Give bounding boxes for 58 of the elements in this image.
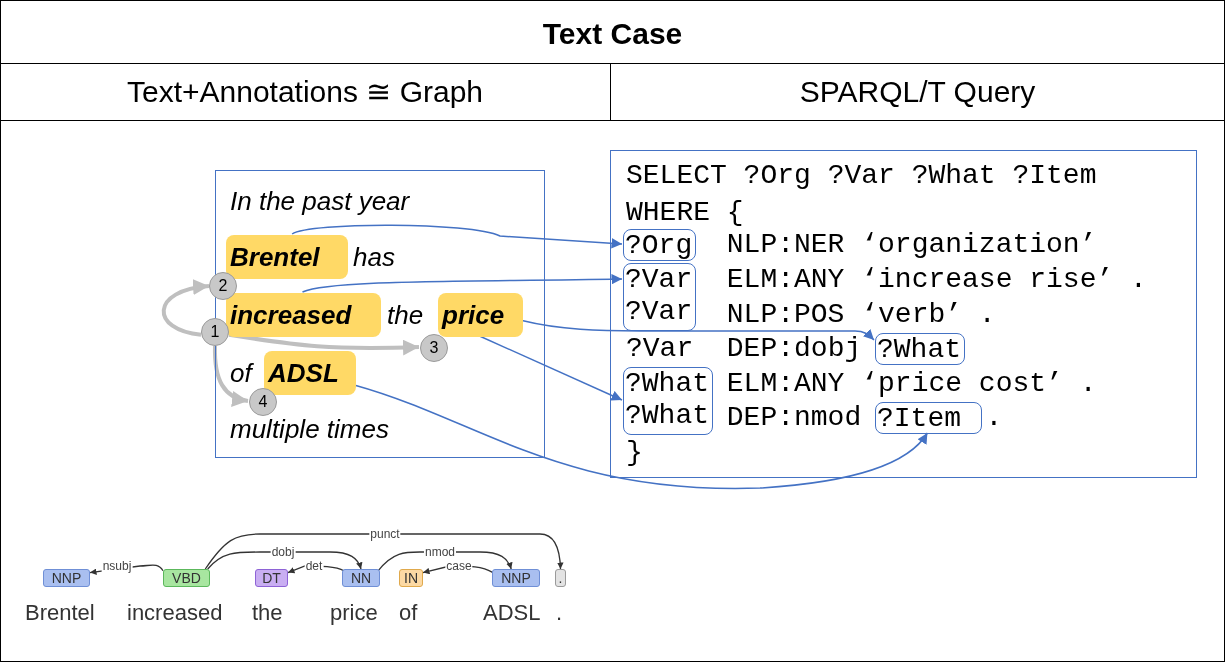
highlighted-word: price [438, 293, 523, 337]
sentence-text: of [230, 357, 252, 390]
pos-tag: VBD [163, 569, 210, 587]
sentence-text: In the past year [230, 185, 410, 218]
edge-label: dobj [270, 545, 296, 559]
highlighted-word: Brentel [226, 235, 348, 279]
variable-box: ?Var ?Var [623, 263, 697, 331]
variable-box: ?What [875, 333, 965, 365]
mapping-arrow [478, 335, 623, 401]
query-text: DEP:nmod [726, 401, 862, 435]
edge-label: det [304, 559, 324, 573]
pos-tag: NNP [492, 569, 540, 587]
pos-tag: NNP [43, 569, 90, 587]
query-text: ELM:ANY ‘increase rise’ . [726, 263, 1147, 297]
word-label: price [330, 600, 378, 626]
step-circle: 2 [209, 272, 237, 300]
edge-label: nsubj [101, 559, 133, 573]
word-label: Brentel [25, 600, 95, 626]
query-text: NLP:POS ‘verb’ . [726, 298, 996, 332]
step-circle: 4 [249, 388, 277, 416]
graph-arrow [213, 346, 249, 406]
query-text: } [626, 436, 643, 470]
dependency-arrow [204, 533, 564, 570]
pos-tag: IN [399, 569, 423, 587]
word-label: of [399, 600, 418, 626]
step-circle: 3 [420, 334, 448, 362]
sentence-text: has [353, 241, 395, 274]
mapping-arrow [291, 224, 623, 249]
query-text: NLP:NER ‘organization’ [726, 228, 1097, 262]
pos-tag: DT [255, 569, 288, 587]
query-text: . [985, 401, 1003, 435]
pos-tag: NN [342, 569, 380, 587]
table-title: Text Case [541, 16, 684, 52]
variable-box: ?Org [623, 229, 697, 261]
query-text: WHERE { [626, 196, 744, 230]
pos-tag: . [555, 569, 566, 587]
edge-label: nmod [424, 545, 456, 559]
word-label: . [556, 600, 563, 626]
variable-box: ?Item [875, 402, 982, 434]
highlighted-word: increased [226, 293, 381, 337]
sentence-text: the [387, 299, 424, 332]
mapping-arrow [354, 384, 929, 489]
column-header: SPARQL/T Query [798, 74, 1037, 110]
query-text: SELECT ?Org ?Var ?What ?Item [626, 159, 1097, 193]
column-header: Text+Annotations ≅ Graph [125, 74, 484, 110]
word-label: the [252, 600, 283, 626]
sentence-text: multiple times [230, 413, 389, 446]
edge-label: punct [369, 527, 401, 541]
word-label: ADSL [483, 600, 541, 626]
mapping-arrow [521, 319, 875, 341]
variable-box: ?What ?What [623, 367, 713, 435]
highlighted-word: ADSL [264, 351, 356, 395]
graph-arrow [161, 280, 210, 337]
word-label: increased [127, 600, 223, 626]
query-text: ?Var DEP:dobj [626, 332, 862, 366]
query-text: ELM:ANY ‘price cost’ . [726, 367, 1097, 401]
query-box [610, 150, 1197, 478]
step-circle: 1 [201, 318, 229, 346]
